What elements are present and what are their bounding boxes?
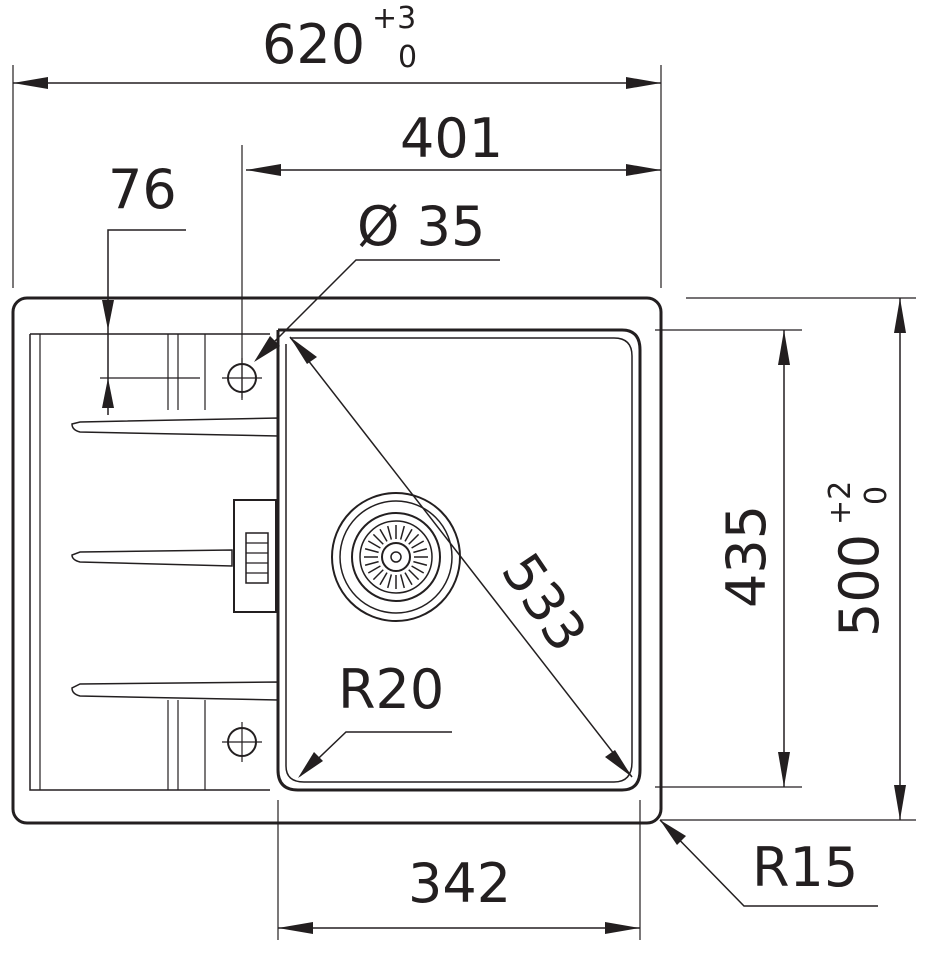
- strainer-slot: [367, 565, 381, 574]
- bowl-width-label: 342: [408, 852, 511, 915]
- drainer-grooves: [71, 417, 279, 701]
- overall-width-label: 620: [262, 13, 365, 76]
- overall-depth-label: 500: [828, 534, 891, 637]
- drain-strainer: [331, 492, 461, 622]
- dimension-bowl-depth: 435: [655, 329, 802, 788]
- dimension-tap-hole-offset: 76: [100, 158, 200, 415]
- corner-radius-label: R15: [752, 836, 858, 899]
- sink-outline: [11, 296, 663, 825]
- bowl-depth-label: 435: [715, 505, 778, 608]
- bowl-diagonal-label: 533: [489, 542, 599, 663]
- overall-width-tol-lower: 0: [398, 40, 417, 75]
- strainer-slot: [386, 525, 393, 540]
- strainer-slot: [411, 540, 425, 549]
- dimension-overall-width: 620 +3 0: [12, 1, 662, 288]
- bowl-offset-label: 401: [400, 107, 503, 170]
- strainer-slot: [413, 560, 428, 567]
- strainer-slot: [367, 540, 381, 549]
- dimension-bowl-offset: 401: [241, 107, 661, 400]
- strainer-slot: [408, 533, 420, 545]
- strainer-slot: [372, 569, 384, 581]
- strainer-slot: [411, 565, 425, 574]
- strainer-slot: [372, 533, 384, 545]
- overall-width-tol-upper: +3: [372, 1, 416, 36]
- dimension-bowl-radius: R20: [298, 658, 452, 778]
- tap-hole-offset-label: 76: [108, 158, 177, 221]
- strainer-slot: [404, 528, 413, 542]
- dimension-overall-depth: 500 +2 0: [660, 297, 916, 821]
- strainer-slot: [399, 574, 406, 589]
- overflow-slot: [233, 499, 277, 613]
- overall-depth-tol-lower: 0: [859, 486, 894, 505]
- strainer-slot: [399, 525, 406, 540]
- strainer-slot: [404, 572, 413, 586]
- tap-hole-diameter-label: Ø 35: [357, 195, 485, 258]
- strainer-slot: [386, 574, 393, 589]
- strainer-slot: [364, 560, 379, 567]
- overall-depth-tol-upper: +2: [823, 481, 858, 525]
- dimension-corner-radius: R15: [659, 819, 878, 907]
- strainer-slot: [408, 569, 420, 581]
- strainer-slot: [379, 528, 388, 542]
- dimension-bowl-width: 342: [277, 800, 641, 940]
- strainer-slot: [364, 547, 379, 554]
- tap-hole-crosshair-bottom: [222, 722, 262, 762]
- strainer-slot: [413, 547, 428, 554]
- bowl-outline: [276, 328, 642, 792]
- bowl-radius-label: R20: [338, 658, 444, 721]
- dimension-tap-hole-diameter: Ø 35: [254, 195, 500, 362]
- strainer-slot: [379, 572, 388, 586]
